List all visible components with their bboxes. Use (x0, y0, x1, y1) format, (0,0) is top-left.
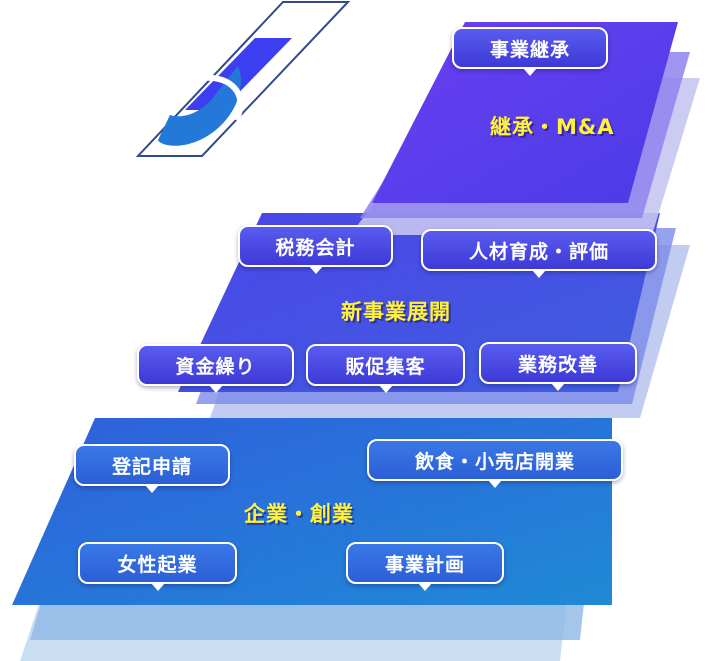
tag-women-entrepreneurship: 女性起業 (78, 542, 237, 591)
tag-cash-flow: 資金繰り (137, 344, 294, 393)
tag-hr-development: 人材育成・評価 (421, 229, 657, 278)
tag-business-improvement: 業務改善 (479, 342, 637, 391)
logo-mark (135, 1, 351, 157)
middle-tier-title: 新事業展開 (341, 300, 451, 324)
bottom-tier-title: 企業・創業 (244, 502, 354, 526)
tag-registration: 登記申請 (74, 444, 230, 493)
tag-business-plan: 事業計画 (346, 542, 504, 591)
tag-sales-promotion: 販促集客 (306, 344, 465, 393)
top-tier-title: 継承・M&A (490, 115, 615, 139)
tag-restaurant-retail-opening: 飲食・小売店開業 (367, 439, 623, 488)
tag-business-succession: 事業継承 (452, 27, 608, 76)
tag-tax-accounting: 税務会計 (238, 225, 393, 274)
